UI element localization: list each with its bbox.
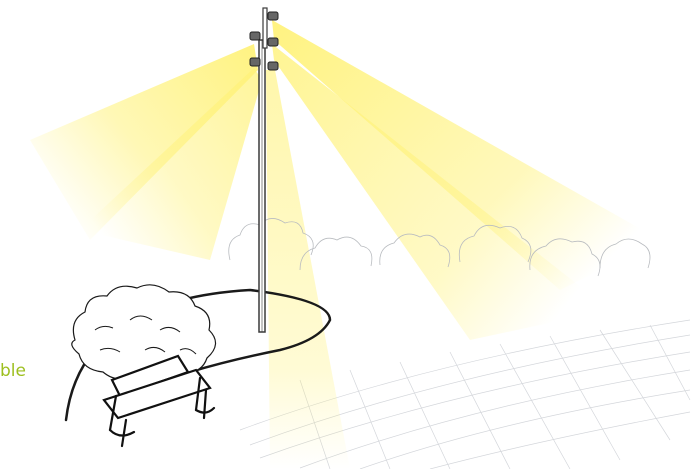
- street-light-pole-icon: [259, 8, 267, 332]
- bush-icon: [72, 285, 216, 379]
- cut-off-label: ble: [0, 363, 26, 380]
